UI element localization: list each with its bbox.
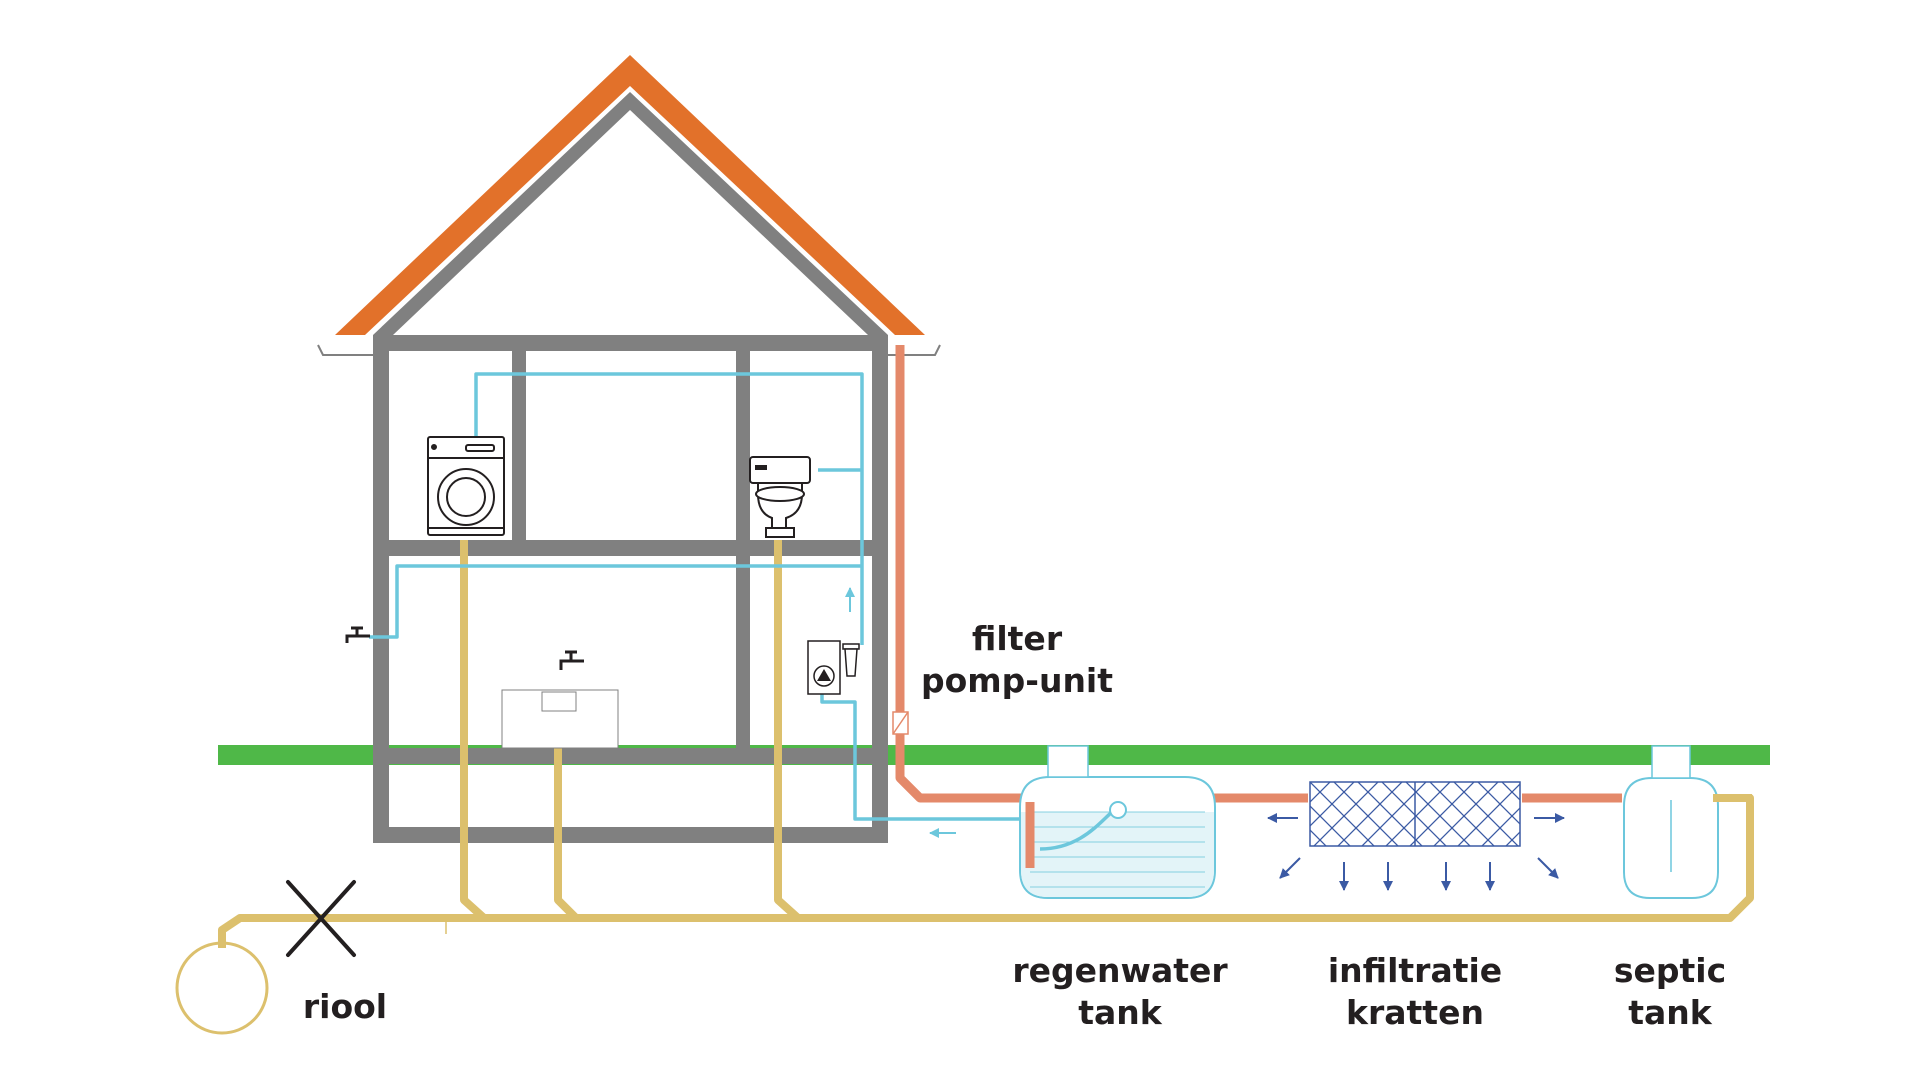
sewer-connection	[175, 941, 269, 1035]
septic-tank	[1623, 745, 1752, 899]
sewer-label: riool	[280, 986, 410, 1028]
sewer-label-line-1: riool	[302, 987, 388, 1026]
septic-tank-label-line-1: septic	[1613, 951, 1727, 990]
infiltration-crates	[1309, 781, 1521, 847]
sink-tap-icon	[559, 650, 584, 670]
house-walls	[373, 92, 888, 843]
roof	[335, 55, 925, 335]
rainwater-tank-label-line-1: regenwater	[1012, 951, 1228, 990]
gutter-left	[317, 344, 377, 356]
septic-tank-label: septic tank	[1590, 950, 1750, 1034]
infiltration-crates-label-line-1: infiltratie	[1327, 951, 1503, 990]
infiltration-crates-label-line-2: kratten	[1346, 993, 1484, 1032]
sewer-pipes	[218, 540, 1754, 948]
gutter-right	[886, 344, 941, 356]
rainwater-tank-label: regenwater tank	[1005, 950, 1235, 1034]
infiltration-crates-label: infiltratie kratten	[1300, 950, 1530, 1034]
downpipe-filter	[892, 711, 909, 735]
pump-icon	[807, 640, 841, 695]
filter-pump-label: filter pomp-unit	[912, 618, 1122, 702]
rainwater-tank	[1019, 745, 1216, 899]
sewer-blocked-x-icon	[286, 880, 356, 957]
filter-pump-label-line-1: filter	[971, 619, 1063, 658]
tap-icon	[345, 626, 370, 643]
filter-icon	[842, 643, 860, 677]
toilet-icon	[749, 456, 811, 538]
washing-machine-icon	[427, 436, 505, 536]
rainwater-tank-label-line-2: tank	[1078, 993, 1162, 1032]
infiltration-arrows	[1267, 813, 1565, 891]
sink-unit	[501, 689, 619, 749]
septic-tank-label-line-2: tank	[1628, 993, 1712, 1032]
filter-pump-label-line-2: pomp-unit	[920, 661, 1114, 700]
